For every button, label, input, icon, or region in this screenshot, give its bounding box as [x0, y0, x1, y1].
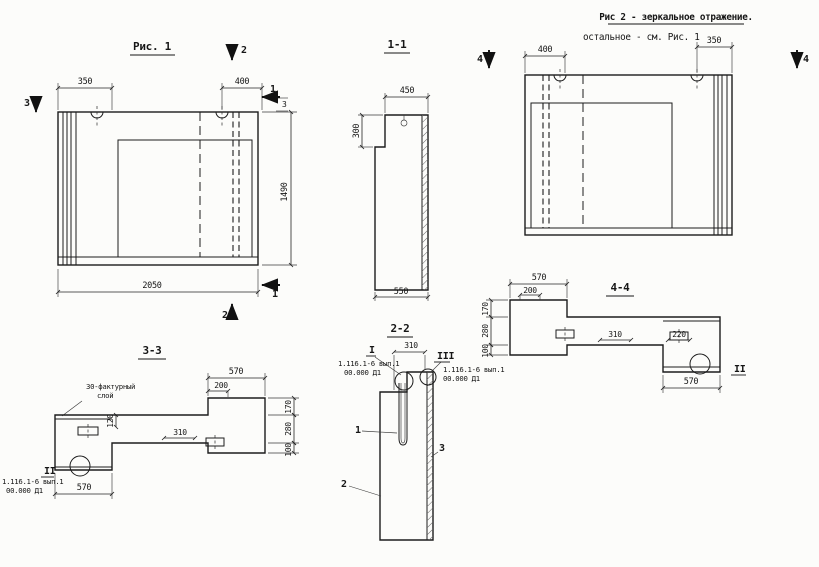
sec44-dim-220: 220	[672, 330, 686, 339]
sec22-part-2: 2	[341, 479, 347, 490]
sec44-outline	[509, 299, 721, 375]
fig2-dim-400: 400	[538, 45, 553, 55]
sec44-dim-100: 100	[481, 344, 490, 358]
sec11-dimension-lines	[358, 93, 431, 301]
fig2-recess	[530, 102, 673, 229]
sec33-detail-circle	[69, 455, 91, 477]
sec22-detail-circle-iii	[419, 368, 437, 386]
view-section-1-1: 1-1 450 300 550	[352, 38, 431, 301]
sec33-dim-200: 200	[214, 381, 228, 390]
view-fig1: Рис. 1	[24, 40, 297, 321]
sec22-ref-i: 1.116.1-6 вып.1	[338, 359, 399, 368]
sec22-dim-310: 310	[404, 341, 418, 350]
fig1-section-1-top: 1	[270, 84, 276, 95]
fig1-section-2-bottom: 2	[222, 310, 228, 321]
fig1-section-1-bottom: 1	[272, 289, 278, 300]
sec33-facture-label: слой	[97, 391, 113, 400]
sec33-title: 3-3	[143, 344, 162, 357]
sec44-dim-280: 280	[481, 324, 490, 338]
fig1-dim-2050: 2050	[142, 281, 161, 291]
sec33-outline	[54, 397, 266, 477]
sec33-ref-designation: 1.116.1-6 вып.1	[2, 477, 63, 486]
fig2-section-4-right: 4	[803, 54, 809, 65]
sec33-dim-170: 170	[284, 400, 293, 414]
sec44-dim-570-top: 570	[532, 273, 547, 283]
sec22-facture-layer	[427, 372, 433, 540]
sec11-anchor-detail	[400, 119, 408, 127]
sec22-part-1: 1	[355, 425, 361, 436]
sec44-dim-570-bottom: 570	[684, 377, 699, 387]
view-section-3-3: 3-3 30-фактурный слой	[2, 344, 299, 499]
sec22-marker-i: I	[369, 345, 375, 356]
sec33-dimension-lines	[52, 373, 299, 499]
fig1-title: Рис. 1	[133, 40, 172, 53]
sec44-dim-310: 310	[608, 330, 622, 339]
sec33-dim-570-top: 570	[229, 367, 244, 377]
sec44-title: 4-4	[611, 281, 631, 294]
sec22-dimension-lines	[348, 349, 442, 497]
sec22-anchor-loop	[400, 383, 406, 444]
sec33-dim-310: 310	[173, 428, 187, 437]
fig1-dim-1490: 1490	[280, 182, 290, 201]
view-section-4-4: 4-4	[481, 273, 746, 393]
sec22-part-3: 3	[439, 443, 445, 454]
fig1-dim-400: 400	[235, 77, 250, 87]
sec22-detail-circle-i	[394, 371, 414, 391]
fig2-title: Рис 2 - зеркальное отражение.	[599, 12, 753, 23]
sec11-dim-300: 300	[352, 124, 362, 139]
fig1-section-2-top: 2	[241, 45, 247, 56]
sec22-marker-iii: III	[437, 351, 454, 362]
sec33-dim-120: 120	[106, 414, 115, 428]
sec22-title: 2-2	[391, 322, 410, 335]
view-section-2-2: 2-2 310 I 1.116.1-6 вып.1 00.000 Д1 III	[338, 322, 505, 541]
sec33-marker-ii: II	[44, 466, 56, 477]
sec33-ref-designation: 00.000 Д1	[6, 486, 43, 495]
fig1-panel-outline	[57, 106, 259, 266]
fig2-subtitle: остальное - см. Рис. 1	[583, 32, 700, 43]
fig1-section-marks	[29, 43, 280, 321]
sec44-dim-200: 200	[523, 286, 537, 295]
sec11-outline	[374, 114, 429, 291]
sec44-dimension-lines	[486, 279, 723, 393]
fig1-dim-350: 350	[78, 77, 93, 87]
sec22-anchor-loop	[398, 383, 408, 446]
sec22-ref-iii: 1.116.1-6 вып.1	[443, 365, 504, 374]
sec22-outline	[379, 368, 437, 541]
sec11-title: 1-1	[388, 38, 408, 51]
fig2-section-marks	[482, 50, 804, 69]
fig2-dimension-lines	[522, 42, 735, 73]
fig2-section-4-left: 4	[477, 54, 483, 65]
sec33-dim-570-bottom: 570	[77, 483, 92, 493]
sec44-marker-ii: II	[734, 364, 746, 375]
sec11-facture-layer	[422, 115, 428, 290]
fig2-panel-outline	[524, 69, 733, 236]
sec33-dim-280: 280	[284, 422, 293, 436]
sec11-dim-550: 550	[394, 287, 409, 297]
sec44-dim-170: 170	[481, 302, 490, 316]
sec33-facture-label: 30-фактурный	[86, 382, 135, 391]
sec33-facture-leader	[61, 400, 83, 417]
fig1-dim-3: 3	[282, 100, 287, 109]
fig1-recess	[117, 139, 253, 258]
sec22-ref-iii: 00.000 Д1	[443, 374, 480, 383]
view-fig2: Рис 2 - зеркальное отражение. остальное …	[477, 12, 809, 236]
sec33-dim-100: 100	[284, 443, 293, 457]
sec22-ref-i: 00.000 Д1	[344, 368, 381, 377]
fig1-section-3-left: 3	[24, 98, 30, 109]
sec11-dim-450: 450	[400, 86, 415, 96]
fig2-dim-350: 350	[707, 36, 722, 46]
sec44-detail-circle	[689, 353, 711, 375]
